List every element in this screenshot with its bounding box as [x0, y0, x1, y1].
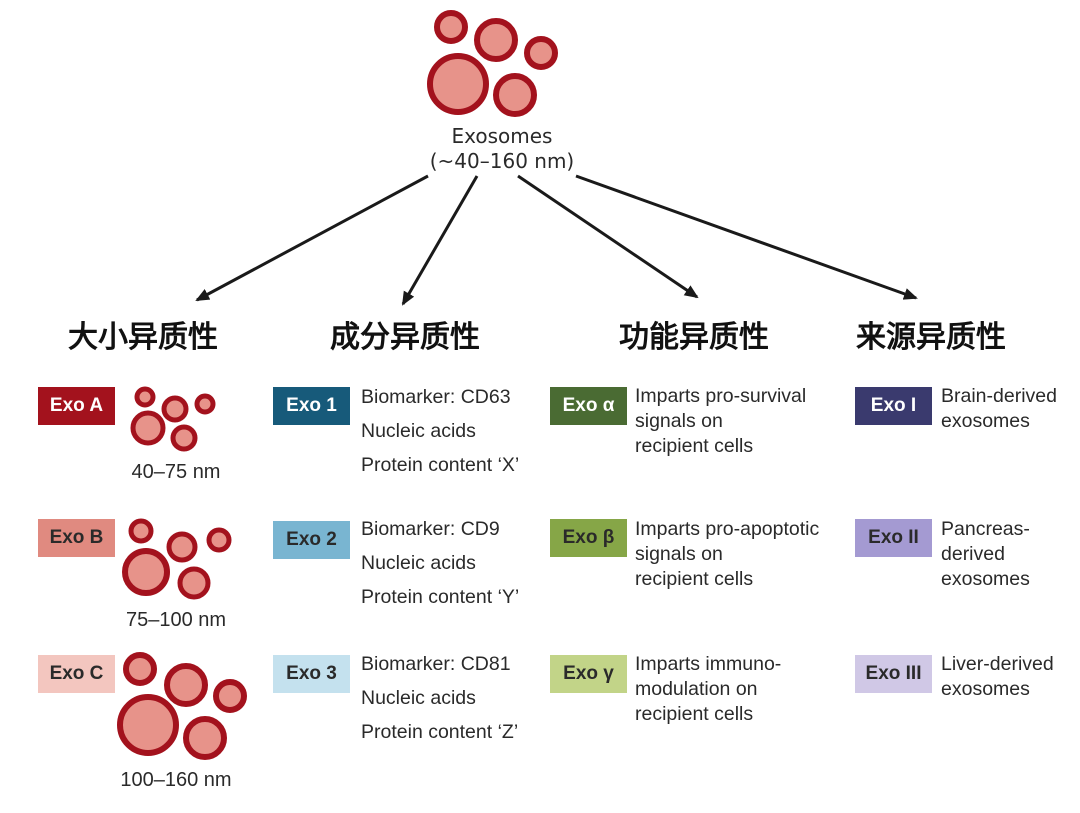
desc-line: signals on: [635, 543, 723, 565]
vesicle: [134, 386, 156, 408]
heading-origin: 来源异质性: [856, 320, 1006, 355]
desc-line: Protein content ‘Z’: [361, 721, 519, 743]
desc-exo-3: Biomarker: CD81 Nucleic acids Protein co…: [361, 652, 518, 745]
vesicle: [177, 566, 211, 600]
badge-exo-beta: Exo β: [550, 519, 627, 557]
desc-exo-gamma: Imparts immuno- modulation on recipient …: [635, 652, 781, 727]
vesicle: [166, 531, 198, 563]
arrow-to-composition: [401, 175, 479, 306]
desc-exo-2: Biomarker: CD9 Nucleic acids Protein con…: [361, 517, 519, 610]
size-label-exo-b: 75–100 nm: [125, 609, 227, 631]
desc-line: modulation on: [635, 678, 758, 700]
badge-exo-iii: Exo III: [855, 655, 932, 693]
badge-exo-a: Exo A: [38, 387, 115, 425]
desc-exo-1: Biomarker: CD63 Nucleic acids Protein co…: [361, 385, 519, 478]
badge-exo-3: Exo 3: [273, 655, 350, 693]
desc-exo-alpha: Imparts pro-survival signals on recipien…: [635, 384, 806, 459]
vesicle: [130, 410, 166, 446]
desc-line: Biomarker: CD81: [361, 653, 511, 675]
desc-line: derived: [941, 543, 1005, 565]
desc-line: Nucleic acids: [361, 552, 476, 574]
vesicle: [122, 548, 170, 596]
vesicle: [194, 393, 216, 415]
size-label-exo-a: 40–75 nm: [131, 461, 221, 483]
badge-exo-i: Exo I: [855, 387, 932, 425]
badge-exo-2: Exo 2: [273, 521, 350, 559]
arrow-to-origin: [575, 174, 918, 300]
desc-line: recipient cells: [635, 568, 754, 590]
desc-line: Biomarker: CD63: [361, 386, 511, 408]
vesicle: [213, 679, 247, 713]
size-label-exo-c: 100–160 nm: [120, 769, 232, 791]
desc-line: Brain-derived: [941, 385, 1057, 407]
vesicle: [434, 10, 468, 44]
vesicle: [524, 36, 558, 70]
desc-exo-ii: Pancreas- derived exosomes: [941, 517, 1030, 592]
vesicle: [128, 518, 154, 544]
desc-line: Nucleic acids: [361, 420, 476, 442]
badge-exo-c: Exo C: [38, 655, 115, 693]
vesicle: [474, 18, 518, 62]
top-exosome-cluster: [427, 10, 558, 117]
desc-line: Nucleic acids: [361, 687, 476, 709]
badge-exo-b: Exo B: [38, 519, 115, 557]
badge-exo-alpha: Exo α: [550, 387, 627, 425]
heading-composition: 成分异质性: [330, 320, 480, 355]
vesicle: [493, 73, 537, 117]
top-label-name: Exosomes: [451, 124, 553, 148]
exo-c-vesicles: [117, 652, 247, 760]
desc-exo-i: Brain-derived exosomes: [941, 384, 1057, 434]
badge-exo-1: Exo 1: [273, 387, 350, 425]
vesicle: [164, 663, 208, 707]
desc-line: recipient cells: [635, 703, 754, 725]
exo-a-vesicles: [130, 386, 216, 452]
vesicle: [117, 694, 179, 756]
arrow-to-size: [195, 174, 429, 302]
desc-line: exosomes: [941, 678, 1030, 700]
desc-line: Liver-derived: [941, 653, 1054, 675]
desc-exo-iii: Liver-derived exosomes: [941, 652, 1054, 702]
vesicle: [123, 652, 157, 686]
vesicle: [206, 527, 232, 553]
top-label-size: (~40–160 nm): [429, 149, 575, 173]
desc-line: Protein content ‘X’: [361, 454, 520, 476]
exo-b-vesicles: [122, 518, 232, 600]
desc-line: Imparts pro-survival: [635, 385, 807, 407]
vesicle: [427, 53, 489, 115]
desc-line: Imparts pro-apoptotic: [635, 518, 820, 540]
desc-line: recipient cells: [635, 435, 754, 457]
badge-exo-ii: Exo II: [855, 519, 932, 557]
arrows: [195, 174, 918, 306]
heading-size: 大小异质性: [68, 320, 218, 355]
vesicle: [183, 716, 227, 760]
badge-exo-gamma: Exo γ: [550, 655, 627, 693]
desc-line: Protein content ‘Y’: [361, 586, 520, 608]
desc-exo-beta: Imparts pro-apoptotic signals on recipie…: [635, 517, 819, 592]
desc-line: signals on: [635, 410, 723, 432]
heading-function: 功能异质性: [619, 320, 769, 355]
vesicle: [170, 424, 198, 452]
desc-line: exosomes: [941, 410, 1030, 432]
desc-line: Imparts immuno-: [635, 653, 782, 675]
vesicle: [161, 395, 189, 423]
desc-line: exosomes: [941, 568, 1030, 590]
arrow-to-function: [517, 174, 699, 299]
desc-line: Pancreas-: [941, 518, 1030, 540]
desc-line: Biomarker: CD9: [361, 518, 500, 540]
